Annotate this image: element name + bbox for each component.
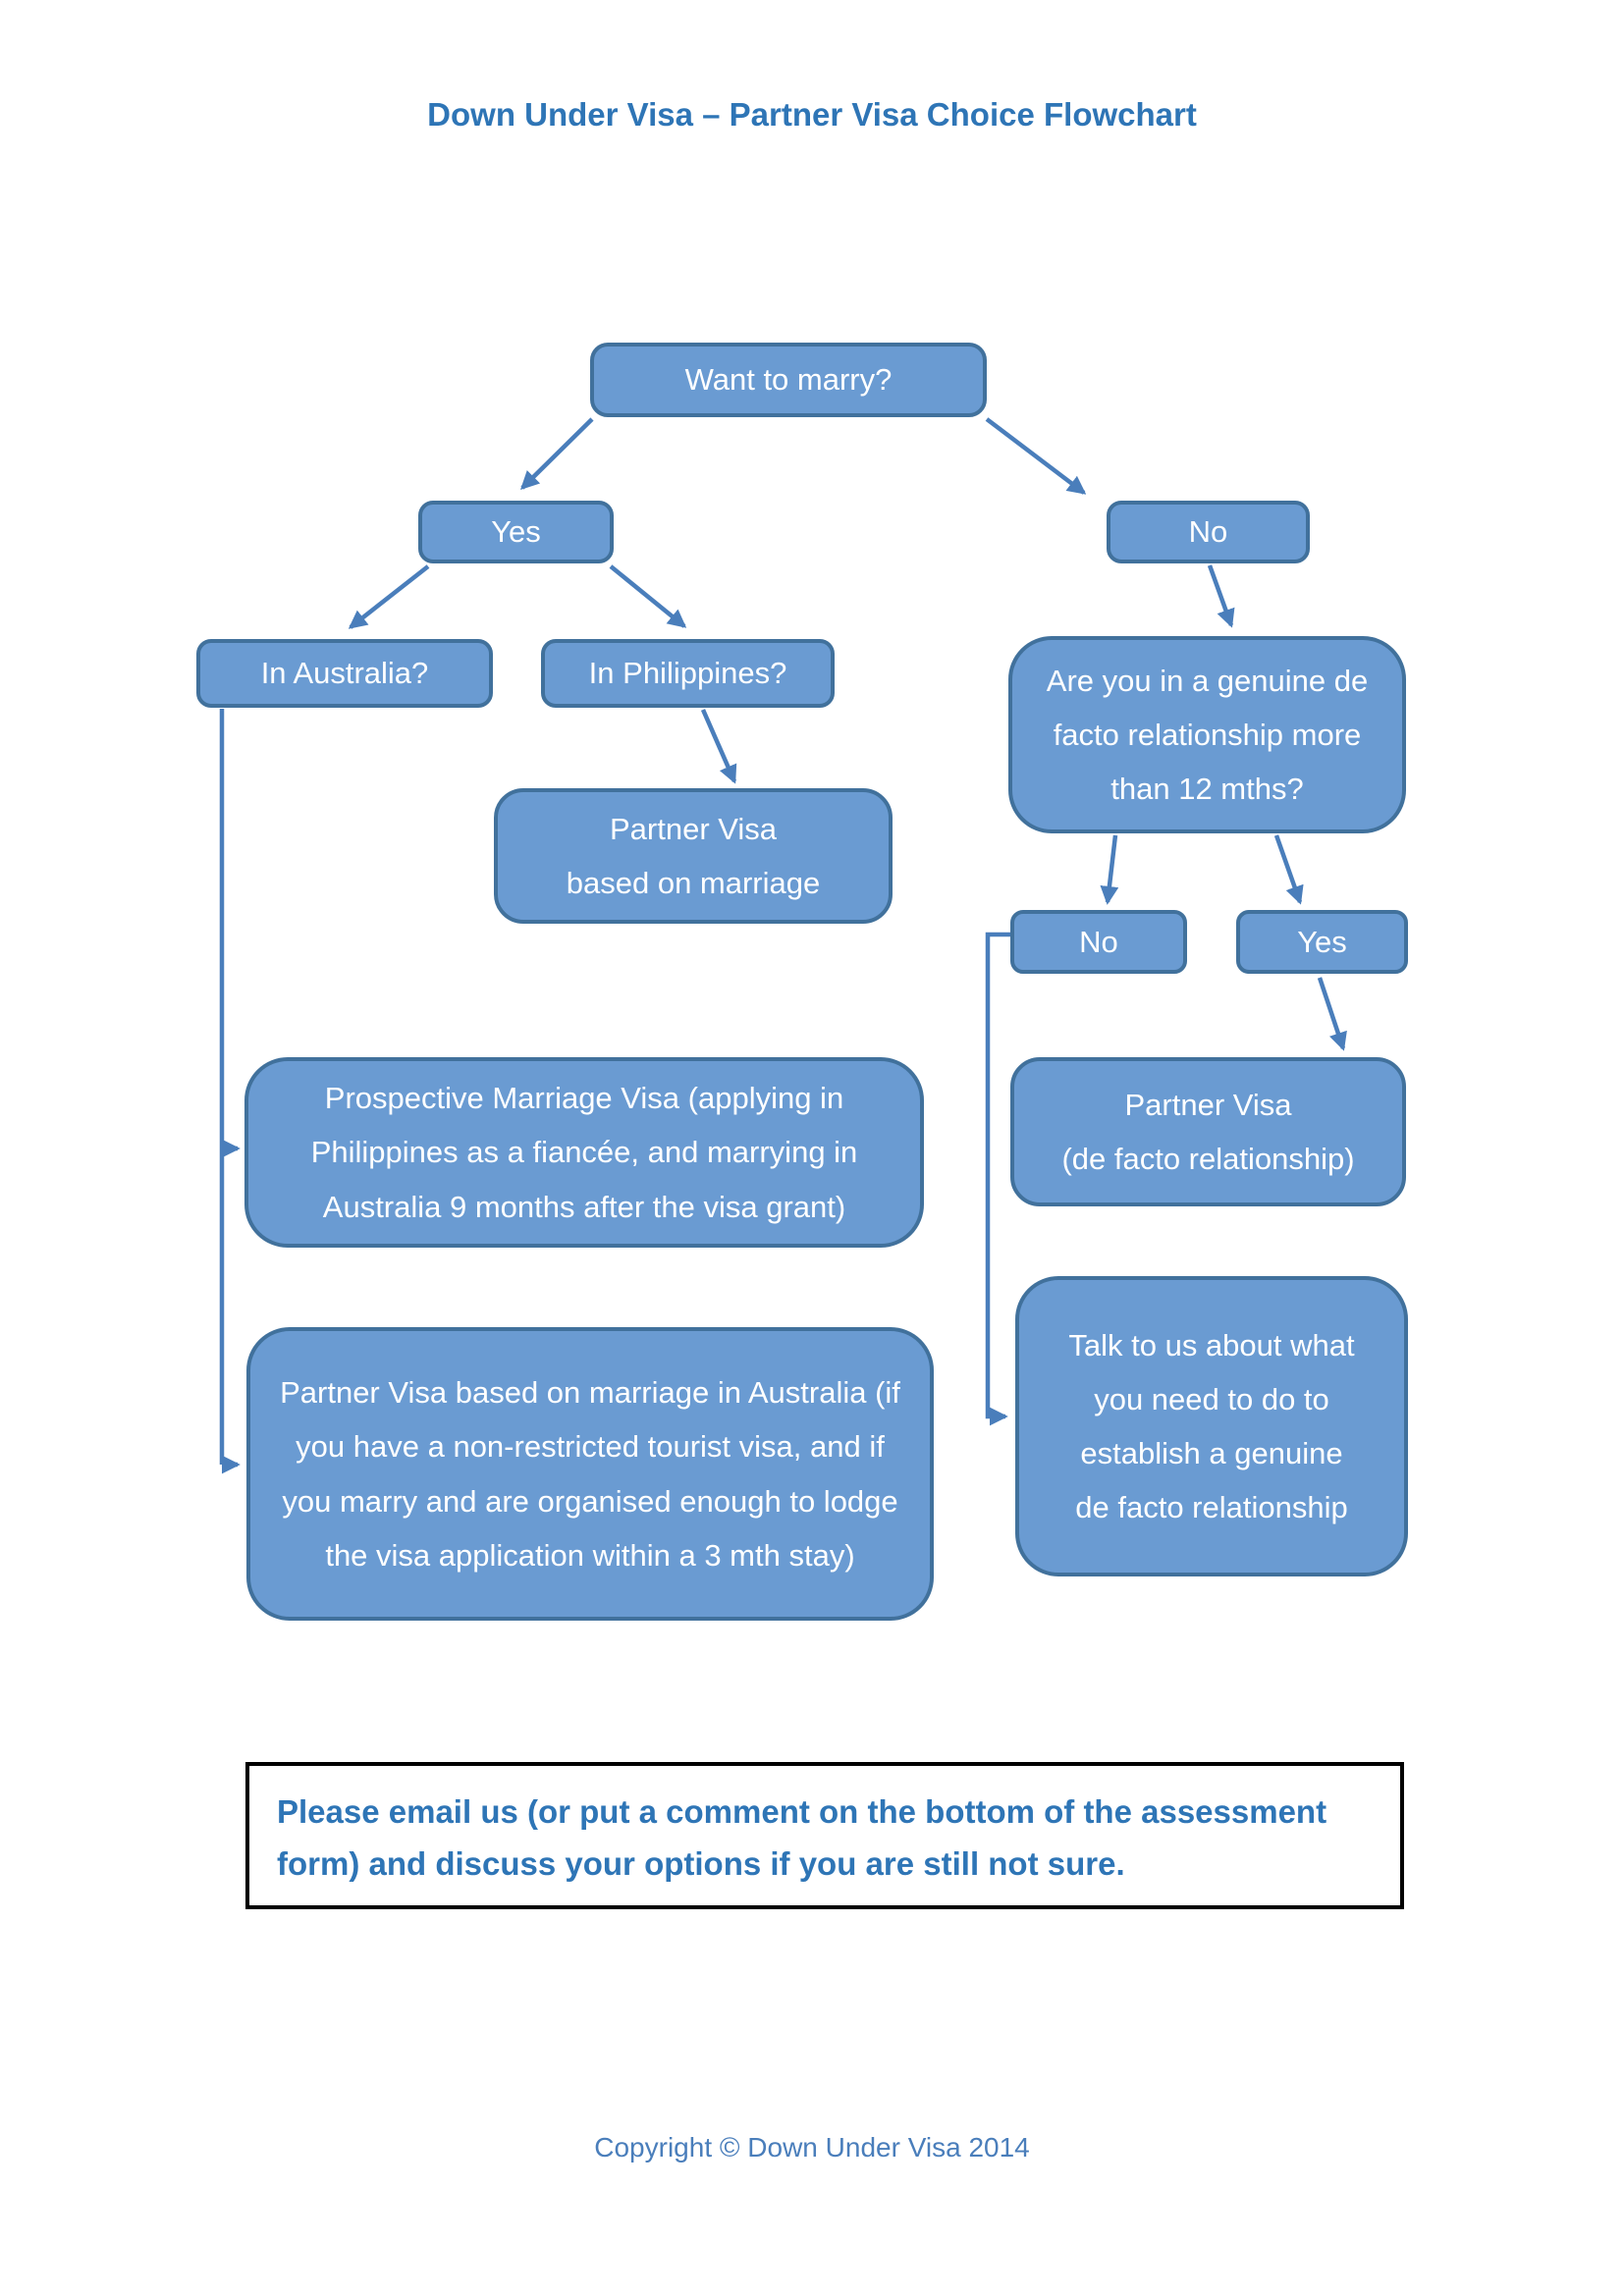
node-want-to-marry-label: Want to marry? [684,362,893,398]
node-no-de-facto-label: No [1079,924,1118,959]
node-partner-visa-de-facto: Partner Visa (de facto relationship) [1010,1057,1406,1206]
node-in-philippines-label: In Philippines? [588,656,787,691]
connector-question-to-yes2 [1273,834,1304,905]
node-talk-to-us-label: Talk to us about what you need to do to … [1068,1327,1355,1525]
node-partner-visa-marriage-australia-label: Partner Visa based on marriage in Austra… [280,1375,900,1573]
connector-philippines-to-partner-visa [700,709,737,784]
connector-no-to-defacto-question [1207,564,1235,628]
node-partner-visa-de-facto-line2: (de facto relationship) [1061,1142,1355,1176]
copyright-text: Copyright © Down Under Visa 2014 [594,2132,1030,2163]
notice-text: Please email us (or put a comment on the… [277,1793,1327,1883]
node-want-to-marry: Want to marry? [590,343,987,417]
node-no-marry-label: No [1188,514,1228,550]
node-talk-to-us: Talk to us about what you need to do to … [1015,1276,1408,1576]
connector-yes2-to-partner-visa-defacto [1317,977,1347,1051]
connector-yes-to-philippines [609,564,687,628]
node-partner-visa-de-facto-line1: Partner Visa [1124,1087,1292,1122]
connector-no2-to-talk-to-us [985,932,1010,1426]
node-partner-visa-marriage: Partner Visa based on marriage [494,788,893,924]
node-genuine-de-facto-question-label: Are you in a genuine de facto relationsh… [1046,663,1369,807]
connector-question-to-no2 [1100,834,1119,905]
node-no-marry: No [1107,501,1310,563]
node-prospective-marriage-visa-label: Prospective Marriage Visa (applying in P… [310,1081,858,1224]
node-yes-marry: Yes [418,501,614,563]
page-title: Down Under Visa – Partner Visa Choice Fl… [427,96,1197,133]
node-yes-de-facto-label: Yes [1297,924,1347,959]
node-partner-visa-marriage-australia: Partner Visa based on marriage in Austra… [246,1327,934,1621]
node-in-australia-label: In Australia? [260,656,429,691]
node-no-de-facto: No [1010,910,1187,974]
node-yes-marry-label: Yes [491,514,541,550]
node-partner-visa-marriage-line2: based on marriage [566,866,821,900]
connector-marry-to-no [985,417,1087,495]
connector-marry-to-yes [519,417,594,490]
node-yes-de-facto: Yes [1236,910,1408,974]
node-partner-visa-marriage-line1: Partner Visa [609,811,777,846]
node-prospective-marriage-visa: Prospective Marriage Visa (applying in P… [244,1057,924,1248]
node-in-philippines: In Philippines? [541,639,835,708]
node-genuine-de-facto-question: Are you in a genuine de facto relationsh… [1008,636,1406,833]
connector-yes-to-australia [348,564,430,629]
notice-box: Please email us (or put a comment on the… [245,1762,1404,1909]
node-in-australia: In Australia? [196,639,493,708]
